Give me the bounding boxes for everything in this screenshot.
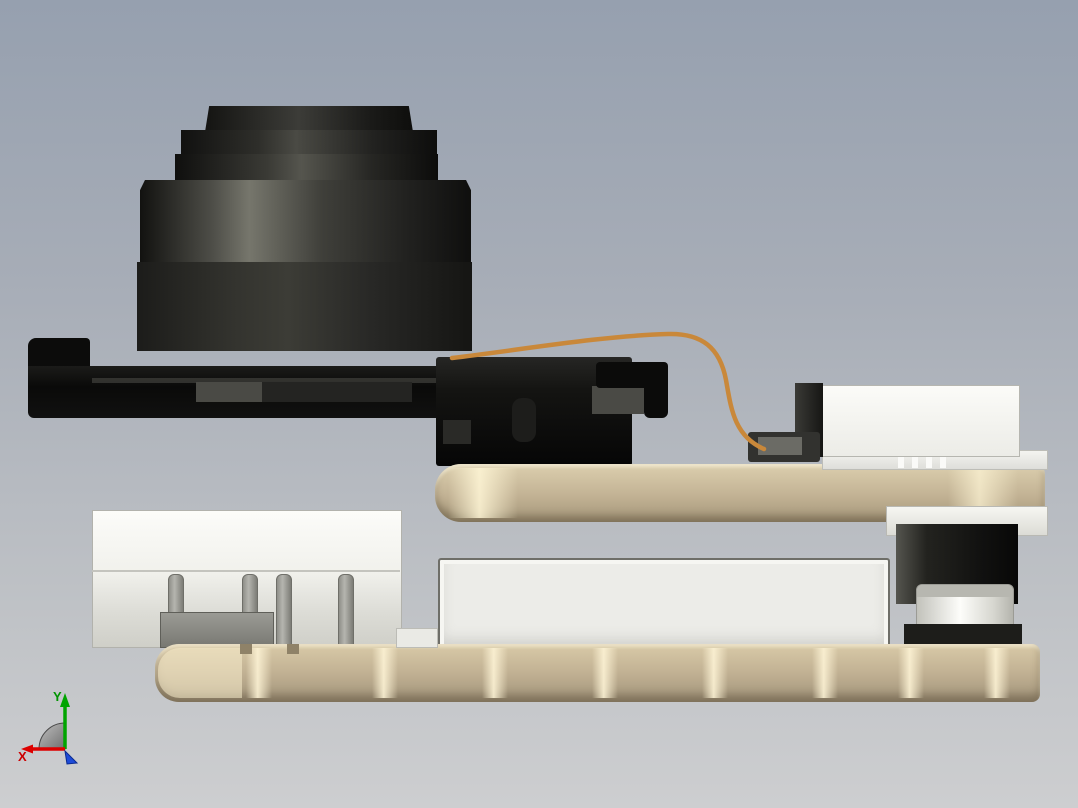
camera-body-latch bbox=[592, 386, 644, 414]
wire-hook-leg bbox=[644, 380, 668, 418]
camera-body-foot bbox=[443, 420, 471, 444]
top-pcb-standoff-highlight bbox=[448, 468, 518, 518]
y-axis-arrowhead bbox=[60, 693, 70, 707]
header-pin bbox=[338, 574, 354, 648]
header-pin bbox=[276, 574, 292, 648]
header-pin bbox=[242, 574, 258, 616]
wire-connector-inner bbox=[758, 437, 802, 455]
board-stripe bbox=[372, 648, 398, 698]
board-stripe bbox=[898, 648, 924, 698]
module-pin bbox=[912, 456, 918, 468]
board-stripe bbox=[702, 648, 728, 698]
board-notch bbox=[240, 644, 252, 654]
mounting-arm-segment-dark bbox=[262, 382, 412, 402]
white-module bbox=[820, 385, 1020, 457]
board-stripe bbox=[592, 648, 618, 698]
x-axis-arrowhead bbox=[21, 744, 33, 754]
mounting-arm-segment bbox=[196, 382, 262, 402]
emi-shield bbox=[438, 558, 890, 652]
lens-ring-upper bbox=[181, 130, 437, 156]
board-stripe bbox=[984, 648, 1010, 698]
header-pin bbox=[168, 574, 184, 616]
module-pin bbox=[926, 456, 932, 468]
axis-triad: Y X bbox=[18, 689, 79, 765]
lens-base-block bbox=[137, 262, 472, 351]
motor-cap-band bbox=[917, 585, 1011, 597]
small-white-tab bbox=[396, 628, 438, 648]
y-axis-label: Y bbox=[53, 689, 62, 704]
lens-ring-lower bbox=[175, 154, 438, 182]
board-notch bbox=[287, 644, 299, 654]
board-stripe bbox=[246, 648, 272, 698]
module-pin bbox=[898, 456, 904, 468]
x-axis-label: X bbox=[18, 749, 27, 764]
lens-cap bbox=[205, 106, 413, 132]
camera-body-notch bbox=[512, 398, 536, 442]
pin-connector bbox=[160, 612, 274, 648]
module-pin bbox=[940, 456, 946, 468]
lens-barrel bbox=[140, 180, 471, 264]
left-module-seam bbox=[92, 570, 400, 572]
mounting-arm-highlight bbox=[92, 378, 440, 383]
board-stripe bbox=[482, 648, 508, 698]
bottom-pcb-left-highlight bbox=[158, 648, 242, 698]
plane-indicator bbox=[38, 722, 66, 750]
z-axis-indicator bbox=[64, 749, 79, 765]
board-stripe bbox=[812, 648, 838, 698]
